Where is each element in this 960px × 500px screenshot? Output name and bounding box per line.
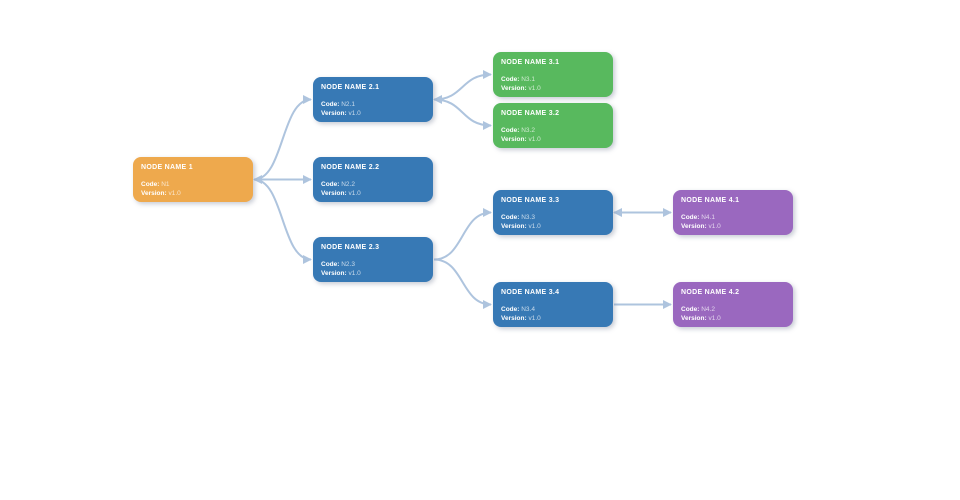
code-value: N3.1	[521, 76, 535, 83]
version-value: v1.0	[348, 110, 361, 117]
node-version-line: Version: v1.0	[141, 189, 245, 198]
version-value: v1.0	[348, 190, 361, 197]
code-label: Code:	[681, 306, 700, 313]
version-value: v1.0	[528, 85, 541, 92]
node-version-line: Version: v1.0	[321, 189, 425, 198]
node-code-line: Code: N2.3	[321, 260, 425, 269]
version-value: v1.0	[528, 223, 541, 230]
node-code-line: Code: N2.1	[321, 100, 425, 109]
version-label: Version:	[501, 136, 527, 143]
node-version-line: Version: v1.0	[501, 222, 605, 231]
node-title: NODE NAME 1	[141, 164, 193, 171]
code-label: Code:	[681, 214, 700, 221]
node-title: NODE NAME 2.3	[321, 244, 380, 251]
code-value: N3.4	[521, 306, 535, 313]
code-value: N3.3	[521, 214, 535, 221]
node-version-line: Version: v1.0	[501, 84, 605, 93]
code-value: N4.1	[701, 214, 715, 221]
node-title: NODE NAME 3.3	[501, 197, 560, 204]
edge-n2-3-to-n3-4[interactable]	[433, 258, 492, 309]
version-value: v1.0	[708, 315, 721, 322]
code-label: Code:	[501, 76, 520, 83]
node-code-line: Code: N3.2	[501, 126, 605, 135]
code-value: N2.3	[341, 261, 355, 268]
version-value: v1.0	[528, 315, 541, 322]
node-version-line: Version: v1.0	[681, 222, 785, 231]
code-value: N1	[161, 181, 170, 188]
version-label: Version:	[501, 315, 527, 322]
node-version-line: Version: v1.0	[501, 135, 605, 144]
code-label: Code:	[321, 261, 340, 268]
code-value: N3.2	[521, 127, 535, 134]
node-title: NODE NAME 2.1	[321, 84, 380, 91]
node-code-line: Code: N3.3	[501, 213, 605, 222]
edge-n1-to-n2-1[interactable]	[253, 95, 312, 181]
code-value: N4.2	[701, 306, 715, 313]
node-code-line: Code: N1	[141, 180, 245, 189]
version-value: v1.0	[528, 136, 541, 143]
version-label: Version:	[321, 190, 347, 197]
node-version-line: Version: v1.0	[321, 269, 425, 278]
code-label: Code:	[321, 101, 340, 108]
node-code-line: Code: N4.1	[681, 213, 785, 222]
node-version-line: Version: v1.0	[321, 109, 425, 118]
version-label: Version:	[501, 85, 527, 92]
node-title: NODE NAME 3.4	[501, 289, 560, 296]
node-title: NODE NAME 3.2	[501, 110, 560, 117]
edge-n2-3-to-n3-3[interactable]	[433, 208, 492, 261]
version-label: Version:	[681, 315, 707, 322]
version-value: v1.0	[168, 190, 181, 197]
code-label: Code:	[501, 306, 520, 313]
node-title: NODE NAME 4.1	[681, 197, 740, 204]
code-label: Code:	[321, 181, 340, 188]
node-version-line: Version: v1.0	[501, 314, 605, 323]
version-label: Version:	[321, 270, 347, 277]
version-label: Version:	[141, 190, 167, 197]
code-value: N2.2	[341, 181, 355, 188]
code-label: Code:	[141, 181, 160, 188]
node-code-line: Code: N2.2	[321, 180, 425, 189]
version-value: v1.0	[348, 270, 361, 277]
version-label: Version:	[321, 110, 347, 117]
code-label: Code:	[501, 214, 520, 221]
edge-n2-1-to-n3-1[interactable]	[433, 70, 492, 104]
node-title: NODE NAME 3.1	[501, 59, 560, 66]
code-value: N2.1	[341, 101, 355, 108]
node-title: NODE NAME 4.2	[681, 289, 740, 296]
version-value: v1.0	[708, 223, 721, 230]
node-code-line: Code: N3.4	[501, 305, 605, 314]
node-code-line: Code: N4.2	[681, 305, 785, 314]
version-label: Version:	[681, 223, 707, 230]
edge-n1-to-n2-3[interactable]	[253, 178, 312, 264]
node-version-line: Version: v1.0	[681, 314, 785, 323]
version-label: Version:	[501, 223, 527, 230]
node-title: NODE NAME 2.2	[321, 164, 380, 171]
edge-n2-1-to-n3-2[interactable]	[433, 98, 492, 130]
node-code-line: Code: N3.1	[501, 75, 605, 84]
code-label: Code:	[501, 127, 520, 134]
